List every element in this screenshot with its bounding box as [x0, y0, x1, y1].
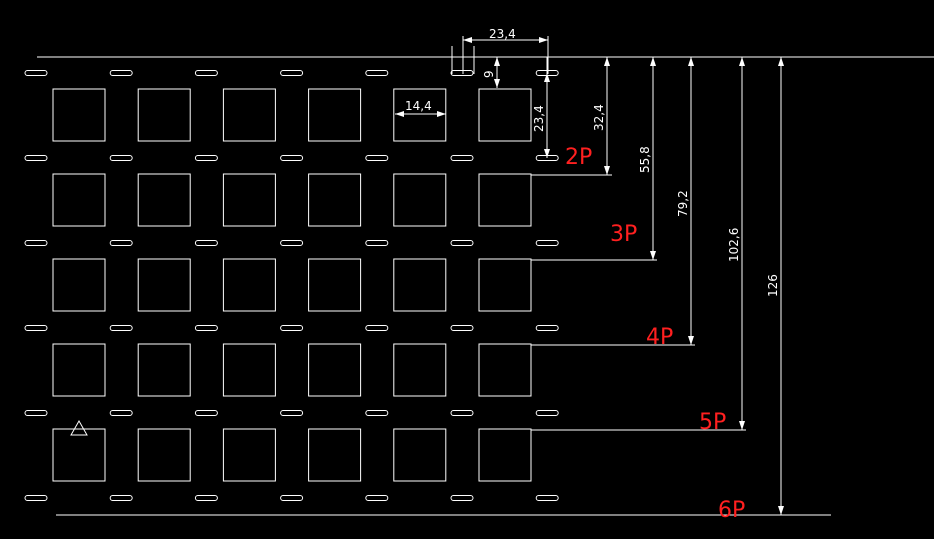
sprocket-slot	[280, 240, 304, 246]
dim-text-pitch-2: 32,4	[592, 104, 606, 131]
sprocket-slot	[450, 155, 474, 161]
cavity-square	[478, 428, 532, 482]
sprocket-slot	[109, 495, 133, 501]
cavity-square	[52, 88, 106, 142]
sprocket-slot	[450, 70, 474, 76]
sprocket-slot	[24, 325, 48, 331]
dim-text-pitch-3: 55,8	[638, 146, 652, 173]
dim-text-vertical-pitch: 23,4	[532, 105, 546, 132]
sprocket-slot	[365, 70, 389, 76]
sprocket-slot	[535, 495, 559, 501]
sprocket-slot	[535, 240, 559, 246]
sprocket-slot	[450, 495, 474, 501]
cavity-square	[222, 343, 276, 397]
pitch-label-2p: 2P	[565, 145, 592, 170]
cavity-square	[222, 258, 276, 312]
cavity-square	[52, 343, 106, 397]
cavity-square	[393, 173, 447, 227]
pitch-label-3p: 3P	[610, 222, 637, 247]
cavity-square	[222, 88, 276, 142]
sprocket-slot	[450, 325, 474, 331]
cavity-square	[393, 258, 447, 312]
cavity-square	[308, 343, 362, 397]
pitch-label-5p: 5P	[699, 410, 726, 435]
cavity-square	[393, 428, 447, 482]
sprocket-slot	[109, 410, 133, 416]
cavity-square	[52, 428, 106, 482]
sprocket-slot	[280, 325, 304, 331]
cavity-square	[308, 173, 362, 227]
cavity-square	[52, 173, 106, 227]
cavity-square	[222, 173, 276, 227]
sprocket-slot	[450, 410, 474, 416]
cavity-grid	[52, 88, 532, 482]
cavity-square	[137, 88, 191, 142]
sprocket-slot	[535, 325, 559, 331]
sprocket-slot	[365, 495, 389, 501]
cavity-square	[52, 258, 106, 312]
sprocket-slot	[194, 325, 218, 331]
cavity-square	[137, 173, 191, 227]
cavity-square	[393, 343, 447, 397]
sprocket-slot	[535, 410, 559, 416]
cavity-square	[478, 343, 532, 397]
pitch-label-4p: 4P	[646, 325, 673, 350]
sprocket-slot	[194, 410, 218, 416]
sprocket-slot	[365, 155, 389, 161]
sprocket-slot	[109, 70, 133, 76]
sprocket-slot	[24, 495, 48, 501]
sprocket-slot	[365, 410, 389, 416]
cavity-square	[137, 258, 191, 312]
cavity-square	[478, 88, 532, 142]
cavity-square	[308, 258, 362, 312]
arrow-heads	[395, 37, 784, 515]
sprocket-slot	[450, 240, 474, 246]
sprocket-slot	[365, 240, 389, 246]
cavity-square	[137, 428, 191, 482]
cavity-square	[393, 88, 447, 142]
sprocket-slot	[194, 240, 218, 246]
dim-text-pitch-6: 126	[766, 274, 780, 297]
sprocket-slot	[24, 155, 48, 161]
cavity-square	[137, 343, 191, 397]
dim-text-pitch-5: 102,6	[727, 228, 741, 262]
cavity-square	[222, 428, 276, 482]
cavity-square	[308, 88, 362, 142]
triangle-marker-icon	[70, 419, 88, 436]
dim-text-cavity-width: 14,4	[405, 99, 432, 113]
sprocket-slot	[280, 495, 304, 501]
sprocket-slot	[24, 70, 48, 76]
sprocket-slot	[109, 325, 133, 331]
dim-text-horizontal-pitch: 23,4	[489, 27, 516, 41]
cavity-square	[308, 428, 362, 482]
sprocket-slot	[24, 240, 48, 246]
pitch-label-6p: 6P	[718, 498, 745, 523]
cavity-square	[478, 258, 532, 312]
sprocket-slot	[109, 155, 133, 161]
sprocket-slot	[280, 410, 304, 416]
sprocket-slot	[280, 70, 304, 76]
cavity-square	[478, 173, 532, 227]
sprocket-slot	[280, 155, 304, 161]
sprocket-slot	[365, 325, 389, 331]
sprocket-slot	[24, 410, 48, 416]
sprocket-slot	[194, 70, 218, 76]
sprocket-slot	[194, 155, 218, 161]
sprocket-slot	[194, 495, 218, 501]
sprocket-slot	[109, 240, 133, 246]
dim-text-notch: 9	[482, 70, 496, 78]
dim-text-pitch-4: 79,2	[676, 190, 690, 217]
